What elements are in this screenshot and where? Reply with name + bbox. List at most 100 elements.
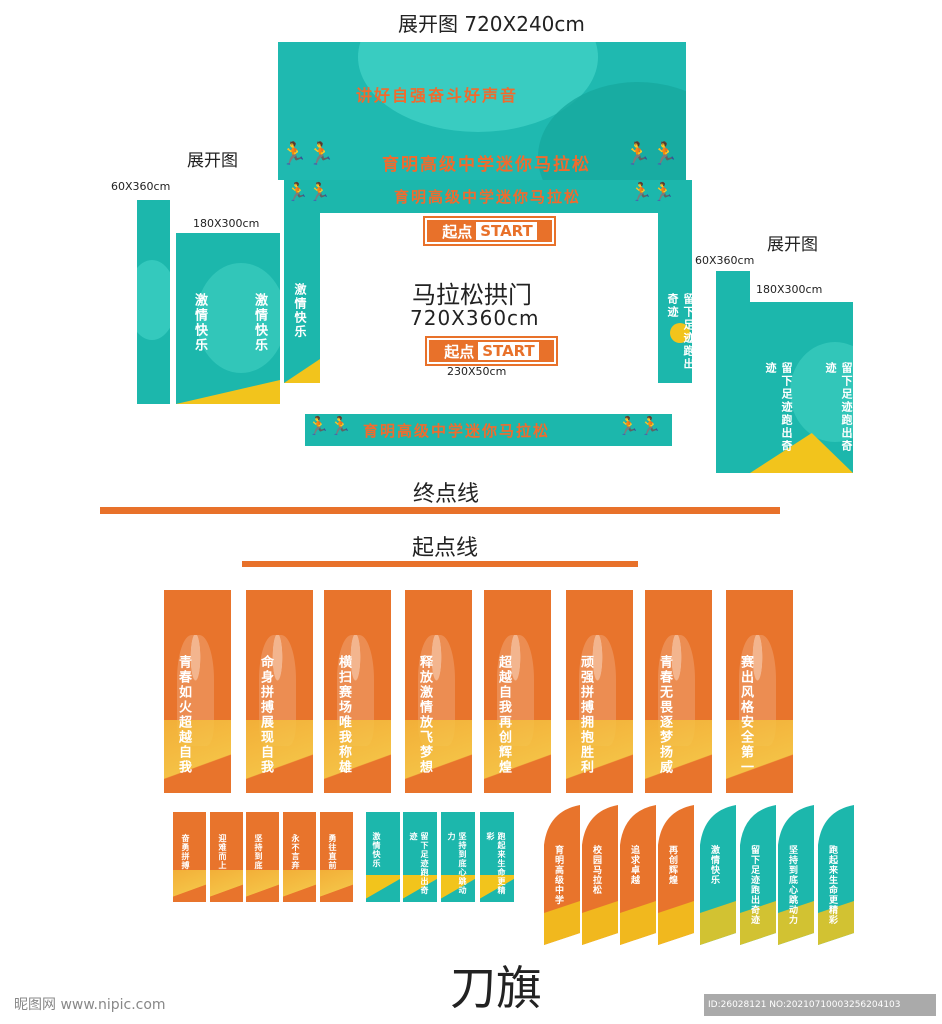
orange-flag-text: 释放激情放飞梦想 — [417, 655, 432, 775]
feather-shape — [544, 805, 580, 945]
small-orange-text: 迎难而上 — [218, 834, 228, 870]
feather-shape — [658, 805, 694, 945]
arch-left-text: 激情快乐 — [293, 283, 307, 339]
small-orange-flag: 迎难而上 — [210, 812, 243, 902]
arch-crossbar: 🏃🏃 育明高级中学迷你马拉松 🏃🏃 — [284, 180, 692, 213]
small-orange-text: 永不言弃 — [291, 834, 301, 870]
teal-feather-flag: 跑起来生命更精彩 — [818, 805, 854, 945]
size-60-right: 60X360cm — [695, 254, 755, 267]
small-teal-flag: 激情快乐 — [366, 812, 400, 902]
orange-flag: 释放激情放飞梦想 — [405, 590, 472, 793]
teal-feather-flag: 坚持到底心跳动力 — [778, 805, 814, 945]
feather-text: 跑起来生命更精彩 — [827, 845, 837, 925]
feather-shape — [818, 805, 854, 945]
orange-flag: 顽强拼搏拥抱胜利 — [566, 590, 633, 793]
start-cn-mid: 起点 — [444, 342, 475, 361]
small-teal-text: 坚持到底心跳动力 — [447, 832, 468, 895]
arch-title: 马拉松拱门 — [412, 281, 532, 309]
orange-flag-text: 超越自我再创辉煌 — [496, 655, 511, 775]
small-teal-text: 留下足迹跑出奇迹 — [409, 832, 430, 895]
small-teal-flag: 留下足迹跑出奇迹 — [403, 812, 437, 902]
crossbar-title: 育明高级中学迷你马拉松 — [394, 188, 582, 206]
orange-flag: 赛出风格安全第一 — [726, 590, 793, 793]
orange-flag-text: 青春如火超越自我 — [176, 655, 191, 775]
feather-shape — [620, 805, 656, 945]
top-slogan: 讲好自强奋斗好声音 — [356, 86, 519, 105]
orange-feather-flag: 追求卓越 — [620, 805, 656, 945]
finish-line-label: 终点线 — [413, 482, 480, 507]
right-wide-text-b: 留下足迹跑出奇迹 — [824, 362, 853, 453]
arch-right-pillar: 留下足迹跑出奇迹 — [658, 213, 692, 383]
small-orange-text: 奋勇拼搏 — [181, 834, 191, 870]
crossbar-runners-left: 🏃🏃 — [286, 182, 331, 203]
orange-flag: 青春无畏逐梦扬威 — [645, 590, 712, 793]
left-wide-panel: 激情快乐 激情快乐 — [176, 233, 280, 404]
feather-shape — [740, 805, 776, 945]
orange-flag: 命身拼搏展现自我 — [246, 590, 313, 793]
small-orange-flag: 奋勇拼搏 — [173, 812, 206, 902]
orange-flag-text: 赛出风格安全第一 — [738, 655, 753, 775]
left-wide-text-a: 激情快乐 — [192, 293, 207, 353]
orange-feather-flag: 育明高级中学 — [544, 805, 580, 945]
size-180-left: 180X300cm — [193, 217, 260, 230]
orange-feather-flag: 再创辉煌 — [658, 805, 694, 945]
feather-text: 坚持到底心跳动力 — [787, 845, 797, 925]
start-cn: 起点 — [442, 222, 473, 241]
feather-text: 留下足迹跑出奇迹 — [749, 845, 759, 925]
top-expand-banner: 讲好自强奋斗好声音 🏃🏃 育明高级中学迷你马拉松 🏃🏃 — [278, 42, 686, 180]
small-teal-flag: 坚持到底心跳动力 — [441, 812, 475, 902]
start-line-bar — [242, 561, 638, 567]
right-narrow-panel — [716, 271, 750, 473]
small-orange-flag: 勇往直前 — [320, 812, 353, 902]
feather-shape — [582, 805, 618, 945]
expand-top-label: 展开图 720X240cm — [398, 12, 585, 36]
watermark-left: 昵图网 www.nipic.com — [14, 997, 166, 1013]
flag-title: 刀旗 — [450, 961, 542, 1015]
start-en-mid: START — [478, 342, 539, 360]
feather-text: 激情快乐 — [709, 845, 719, 885]
orange-flag: 横扫赛场唯我称雄 — [324, 590, 391, 793]
small-teal-text: 跑起来生命更精彩 — [486, 832, 507, 895]
orange-flag: 超越自我再创辉煌 — [484, 590, 551, 793]
teal-feather-flag: 留下足迹跑出奇迹 — [740, 805, 776, 945]
runners-icon-right: 🏃🏃 — [624, 142, 679, 167]
watermark-right: ID:26028121 NO:20210710003256204103 — [704, 994, 936, 1016]
right-wide-text-a: 留下足迹跑出奇迹 — [764, 362, 793, 453]
feather-text: 校园马拉松 — [591, 845, 601, 895]
small-orange-flag: 永不言弃 — [283, 812, 316, 902]
orange-feather-flag: 校园马拉松 — [582, 805, 618, 945]
start-en: START — [476, 222, 537, 240]
start-line-label: 起点线 — [412, 536, 479, 561]
arch-size: 720X360cm — [410, 306, 540, 330]
runners-icon: 🏃🏃 — [280, 142, 335, 167]
expand-left-label: 展开图 — [187, 151, 238, 171]
finish-line-bar — [100, 507, 780, 514]
left-wide-text-b: 激情快乐 — [252, 293, 267, 353]
feather-text: 追求卓越 — [629, 845, 639, 885]
orange-flag-text: 顽强拼搏拥抱胜利 — [578, 655, 593, 775]
orange-flag-text: 命身拼搏展现自我 — [258, 655, 273, 775]
feather-shape — [700, 805, 736, 945]
bottom-banner: 🏃🏃 育明高级中学迷你马拉松 🏃🏃 — [305, 414, 672, 446]
feather-shape — [778, 805, 814, 945]
right-wide-panel: 留下足迹跑出奇迹 留下足迹跑出奇迹 — [750, 302, 853, 473]
small-orange-text: 坚持到底 — [254, 834, 264, 870]
feather-text: 育明高级中学 — [553, 845, 563, 905]
orange-flag-text: 横扫赛场唯我称雄 — [336, 655, 351, 775]
arch-left-pillar: 激情快乐 — [284, 213, 320, 383]
bottom-runners-right: 🏃🏃 — [617, 416, 662, 437]
small-teal-flag: 跑起来生命更精彩 — [480, 812, 514, 902]
bottom-banner-title: 育明高级中学迷你马拉松 — [363, 422, 551, 440]
teal-feather-flag: 激情快乐 — [700, 805, 736, 945]
orange-flag-text: 青春无畏逐梦扬威 — [657, 655, 672, 775]
feather-text: 再创辉煌 — [667, 845, 677, 885]
size-60-left: 60X360cm — [111, 180, 171, 193]
top-banner-title: 育明高级中学迷你马拉松 — [382, 155, 591, 175]
crossbar-runners-right: 🏃🏃 — [630, 182, 675, 203]
orange-flag: 青春如火超越自我 — [164, 590, 231, 793]
start-size: 230X50cm — [447, 365, 507, 378]
bottom-runners-left: 🏃🏃 — [307, 416, 352, 437]
expand-right-label: 展开图 — [767, 235, 818, 255]
